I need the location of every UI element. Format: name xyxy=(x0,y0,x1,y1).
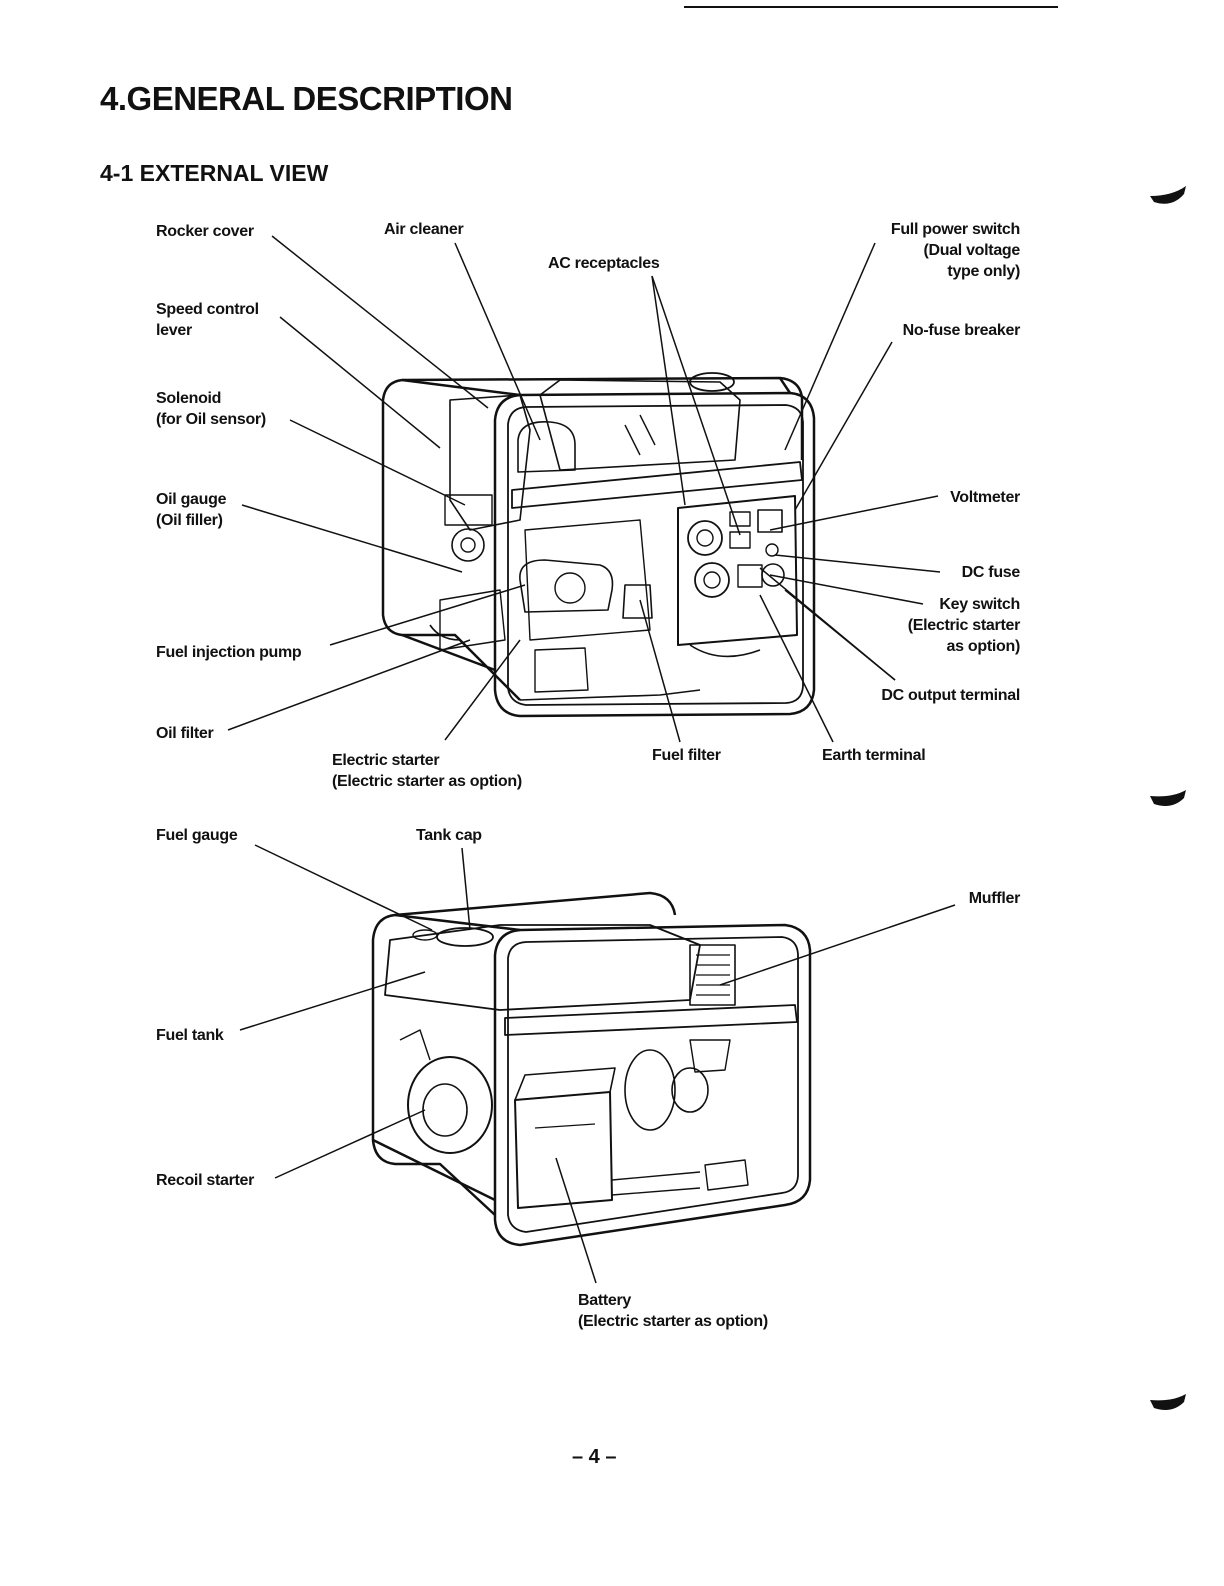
label-dc-fuse: DC fuse xyxy=(961,564,1021,581)
label-line: (Dual voltage xyxy=(923,242,1020,259)
label-line: Speed control xyxy=(156,301,259,318)
label-oil-gauge: Oil gauge (Oil filler) xyxy=(156,489,227,531)
label-line: (for Oil sensor) xyxy=(156,411,266,428)
label-key-switch: Key switch (Electric starter as option) xyxy=(907,594,1021,657)
label-line: (Electric starter xyxy=(907,617,1021,634)
label-line: (Oil filler) xyxy=(156,512,223,529)
label-full-power-switch: Full power switch (Dual voltage type onl… xyxy=(891,219,1020,282)
page-title: 4.GENERAL DESCRIPTION xyxy=(100,80,513,117)
page-number: – 4 – xyxy=(572,1446,617,1468)
label-line: (Electric starter as option) xyxy=(332,773,522,790)
label-earth-terminal: Earth terminal xyxy=(822,747,926,764)
label-air-cleaner: Air cleaner xyxy=(384,221,464,238)
label-tank-cap: Tank cap xyxy=(416,827,482,844)
label-solenoid: Solenoid (for Oil sensor) xyxy=(156,388,266,430)
label-muffler: Muffler xyxy=(968,890,1021,907)
label-recoil-starter: Recoil starter xyxy=(156,1172,255,1189)
label-line: Battery xyxy=(578,1292,632,1309)
label-oil-filter: Oil filter xyxy=(156,725,214,742)
label-ac-receptacles: AC receptacles xyxy=(548,255,660,272)
label-line: as option) xyxy=(946,638,1021,655)
section-heading: 4-1 EXTERNAL VIEW xyxy=(100,160,329,186)
label-voltmeter: Voltmeter xyxy=(950,489,1020,506)
label-fuel-filter: Fuel filter xyxy=(652,747,721,764)
label-speed-control-lever: Speed control lever xyxy=(156,299,259,341)
label-line: type only) xyxy=(947,263,1020,280)
label-line: Electric starter xyxy=(332,752,440,769)
label-line: Solenoid xyxy=(156,390,222,407)
label-fuel-injection-pump: Fuel injection pump xyxy=(156,644,302,661)
label-fuel-tank: Fuel tank xyxy=(156,1027,224,1044)
label-line: Full power switch xyxy=(890,221,1020,238)
generator-front-illustration xyxy=(381,372,816,718)
figure2-leader-lines xyxy=(239,844,956,1284)
generator-rear-illustration xyxy=(371,891,812,1247)
label-battery: Battery (Electric starter as option) xyxy=(578,1290,768,1332)
label-line: Key switch xyxy=(939,596,1020,613)
label-no-fuse-breaker: No-fuse breaker xyxy=(902,322,1021,339)
binding-marks xyxy=(1150,186,1186,1410)
label-line: lever xyxy=(156,322,192,339)
label-line: Oil gauge xyxy=(156,491,227,508)
label-fuel-gauge: Fuel gauge xyxy=(156,827,238,844)
figure1-leader-lines xyxy=(227,235,941,743)
label-electric-starter: Electric starter (Electric starter as op… xyxy=(332,750,522,792)
label-rocker-cover: Rocker cover xyxy=(156,223,254,240)
label-line: (Electric starter as option) xyxy=(578,1313,768,1330)
label-dc-output-terminal: DC output terminal xyxy=(881,687,1020,704)
